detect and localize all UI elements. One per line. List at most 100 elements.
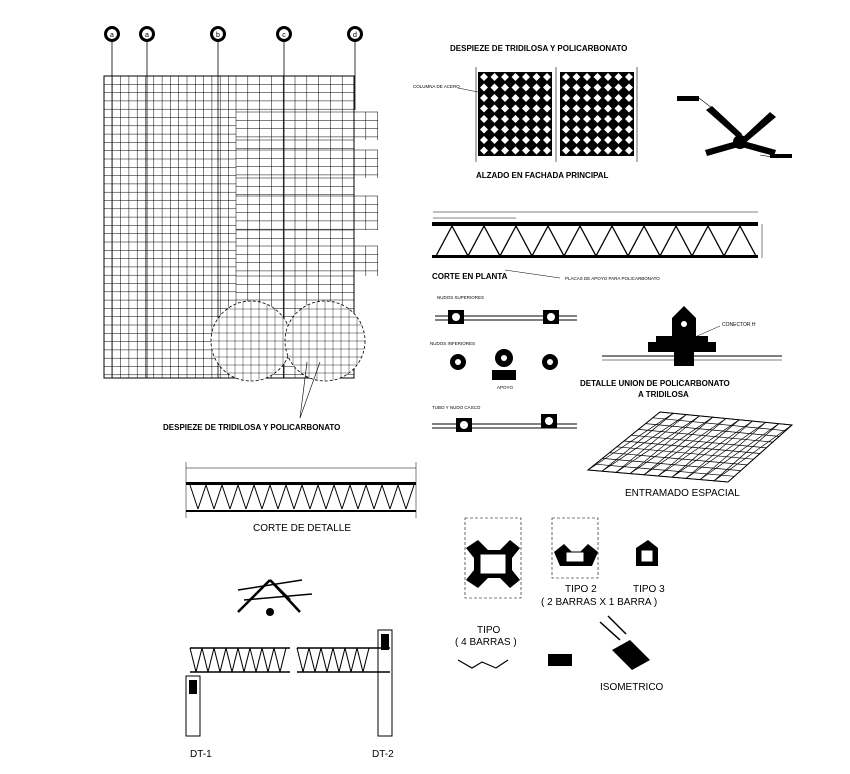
- alzado-cell: [614, 104, 623, 113]
- detalle-union: [602, 306, 782, 366]
- alzado-cell: [583, 125, 591, 134]
- alzado-cell: [604, 83, 612, 92]
- truss-diagonal: [611, 225, 629, 257]
- alzado-cell: [532, 115, 541, 123]
- lattice-line: [587, 411, 661, 471]
- alzado-cell: [614, 125, 623, 134]
- alzado-cell: [604, 136, 612, 144]
- nudos-inferiores-label: NUDOS INFERIORES: [430, 341, 475, 346]
- alzado-cell: [593, 104, 602, 113]
- lattice-line: [629, 415, 700, 474]
- alzado-cell: [543, 125, 551, 134]
- alzado-cell: [583, 94, 591, 102]
- truss-diagonal: [267, 647, 275, 673]
- alzado-cell: [511, 73, 520, 81]
- alzado-cell: [490, 125, 499, 134]
- truss-diagonal: [362, 647, 370, 673]
- alzado-cell: [511, 146, 520, 155]
- lattice-line: [685, 420, 753, 479]
- alzado-cell: [501, 136, 509, 144]
- entramado-title: ENTRAMADO ESPACIAL: [625, 488, 740, 499]
- node-isometric-detail: [237, 579, 313, 616]
- alzado-cell: [543, 104, 551, 113]
- svg-text:a: a: [110, 32, 114, 39]
- detalle-union-title-1: DETALLE UNION DE POLICARBONATO: [580, 379, 730, 388]
- truss-diagonal: [643, 225, 661, 257]
- truss-diagonal: [317, 484, 327, 510]
- lattice-diagonal: [657, 419, 740, 477]
- alzado-cell: [532, 136, 541, 144]
- truss-diagonal: [225, 647, 233, 673]
- alzado-cell: [604, 104, 612, 113]
- tipo-3-plate: [636, 540, 658, 566]
- truss-diagonal: [467, 225, 485, 257]
- alzado-cell: [583, 73, 591, 81]
- nudos-superiores-label: NUDOS SUPERIORES: [437, 295, 484, 300]
- lattice-diagonal: [587, 413, 674, 471]
- alzado-cell: [593, 83, 602, 92]
- corte-detalle-title: CORTE DE DETALLE: [253, 523, 351, 534]
- tubo-nudo-casco: [432, 414, 577, 432]
- dt2-section: [296, 629, 393, 737]
- alzado-cell: [511, 115, 520, 123]
- alzado-cell: [583, 115, 591, 123]
- truss-diagonal: [357, 484, 367, 510]
- alzado-cell: [522, 146, 530, 155]
- alzado-cell: [614, 136, 623, 144]
- alzado-cell: [490, 146, 499, 155]
- truss-diagonal: [277, 484, 287, 510]
- truss-diagonal: [739, 225, 757, 257]
- alzado-cell: [583, 136, 591, 144]
- despieze-title: DESPIEZE DE TRIDILOSA Y POLICARBONATO: [450, 44, 627, 53]
- lattice-line: [615, 414, 687, 473]
- truss-diagonal: [245, 484, 255, 510]
- alzado-cell: [511, 83, 520, 92]
- dt1-section: [185, 647, 290, 737]
- alzado-cell: [593, 94, 602, 102]
- lattice-line: [699, 422, 766, 480]
- truss-diagonal: [389, 484, 399, 510]
- truss-diagonal: [341, 484, 351, 510]
- alzado-cell: [583, 104, 591, 113]
- tipo-1-plate: [464, 517, 522, 599]
- lattice-line: [601, 413, 674, 472]
- corte-planta-truss: [432, 211, 763, 258]
- plan-grid: [103, 75, 378, 419]
- alzado-cell: [543, 115, 551, 123]
- alzado-cell: [480, 115, 488, 123]
- truss-diagonal: [189, 484, 199, 510]
- alzado-cell: [572, 83, 581, 92]
- truss-diagonal: [332, 647, 340, 673]
- alzado-cell: [501, 115, 509, 123]
- alzado-cell: [562, 115, 570, 123]
- truss-diagonal: [373, 484, 383, 510]
- truss-diagonal: [197, 484, 207, 510]
- alzado-cell: [583, 146, 591, 155]
- tipo-1-sub: ( 4 BARRAS ): [455, 637, 517, 648]
- truss-diagonal: [314, 647, 322, 673]
- alzado-cell: [562, 125, 570, 134]
- alzado-cell: [490, 136, 499, 144]
- truss-diagonal: [675, 225, 693, 257]
- alzado-cell: [562, 146, 570, 155]
- truss-diagonal: [308, 647, 316, 673]
- truss-diagonal: [381, 484, 391, 510]
- truss-diagonal: [356, 647, 364, 673]
- tipo-1-label: TIPO: [477, 625, 501, 636]
- alzado-cell: [543, 146, 551, 155]
- lattice-diagonal: [615, 415, 700, 473]
- alzado-cell: [572, 94, 581, 102]
- lattice-line: [671, 419, 740, 478]
- alzado-cell: [532, 94, 541, 102]
- alzado-cell: [625, 73, 633, 81]
- alzado-cell: [501, 125, 509, 134]
- alzado-cell: [625, 104, 633, 113]
- alzado-cell: [543, 94, 551, 102]
- tubo-nudo-label: TUBO Y NUDO CASCO: [432, 405, 481, 410]
- tipo-3-label: TIPO 3: [633, 584, 665, 595]
- truss-diagonal: [221, 484, 231, 510]
- alzado-panel-left: [478, 72, 552, 156]
- alzado-cell: [593, 125, 602, 134]
- alzado-cell: [480, 83, 488, 92]
